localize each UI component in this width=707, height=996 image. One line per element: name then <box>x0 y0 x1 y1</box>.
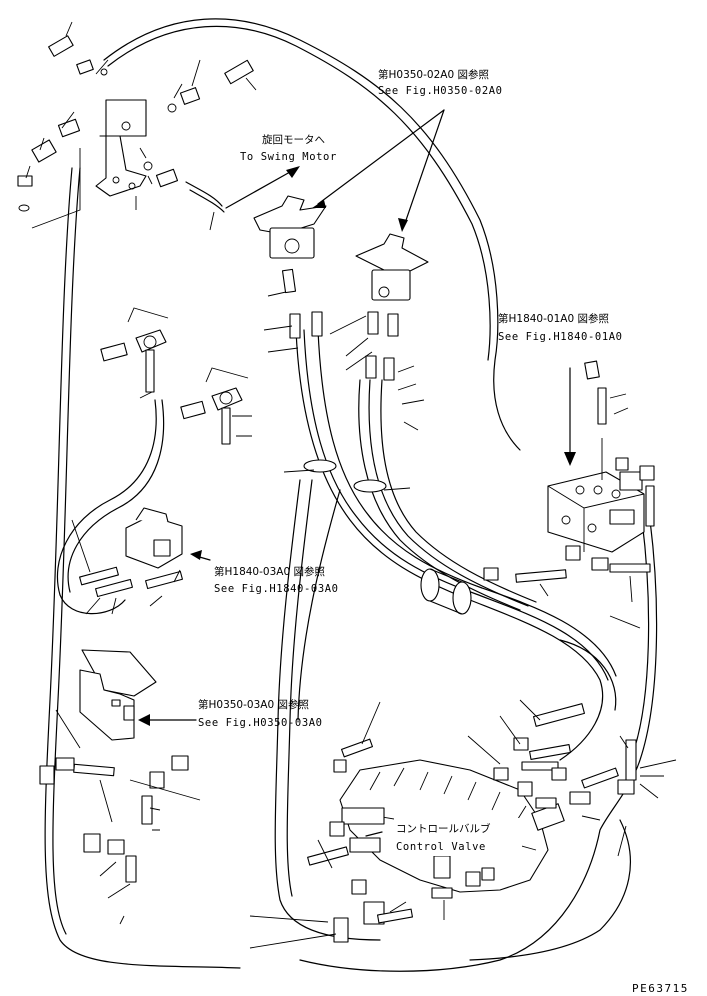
left-ppc-valve <box>253 195 327 339</box>
label-ref-h0350-03a0: 第H0350-03A0 図参照 See Fig.H0350-03A0 <box>198 698 323 729</box>
svg-text:第H1840-01A0 図参照: 第H1840-01A0 図参照 <box>498 312 609 325</box>
svg-text:第H1840-03A0 図参照: 第H1840-03A0 図参照 <box>214 565 325 578</box>
svg-text:See Fig.H1840-03A0: See Fig.H1840-03A0 <box>214 583 339 595</box>
svg-text:第H0350-03A0 図参照: 第H0350-03A0 図参照 <box>198 698 309 711</box>
hose-right-loop <box>299 519 658 972</box>
hose-left-loop <box>56 399 165 615</box>
right-ppc-valve <box>355 233 429 381</box>
upper-control-valve-fittings <box>307 703 637 943</box>
bracket-h0350-03a0 <box>79 649 157 741</box>
top-left-bracket-assembly <box>17 21 257 231</box>
label-ref-h0350-02a0: 第H0350-02A0 図参照 See Fig.H0350-02A0 <box>378 68 503 97</box>
solenoid-valve-h1840-03a0 <box>71 507 183 615</box>
hose-sleeve <box>452 581 472 615</box>
valve-block-h1840-01a0 <box>547 360 655 553</box>
label-control-valve: コントロールバルブ Control Valve <box>394 818 522 856</box>
ref-pointer-02a0 <box>317 109 445 205</box>
hose-sleeve <box>420 568 440 602</box>
lower-left-fittings <box>39 709 201 925</box>
junction-block <box>105 99 147 137</box>
svg-text:旋回モータへ: 旋回モータへ <box>262 133 325 146</box>
label-swing-motor: 旋回モータへ To Swing Motor <box>240 133 337 163</box>
drawing-code: PE63715 <box>632 982 689 995</box>
svg-text:To Swing Motor: To Swing Motor <box>240 151 337 163</box>
mounting-bracket <box>95 135 147 197</box>
right-hose-fittings <box>483 545 651 629</box>
hose-clamp <box>353 479 387 493</box>
svg-text:Control Valve: Control Valve <box>396 841 486 853</box>
svg-text:コントロールバルブ: コントロールバルブ <box>396 822 491 835</box>
left-fittings <box>100 307 252 445</box>
svg-text:See Fig.H0350-02A0: See Fig.H0350-02A0 <box>378 85 503 97</box>
label-ref-h1840-03a0: 第H1840-03A0 図参照 See Fig.H1840-03A0 <box>214 565 339 595</box>
bolt <box>17 175 33 187</box>
label-ref-h1840-01a0: 第H1840-01A0 図参照 See Fig.H1840-01A0 <box>498 312 623 343</box>
hose-clamp <box>303 459 337 473</box>
svg-text:See Fig.H1840-01A0: See Fig.H1840-01A0 <box>498 331 623 343</box>
swing-motor-pointer <box>225 171 291 209</box>
hose-fitting <box>224 59 254 85</box>
svg-text:See Fig.H0350-03A0: See Fig.H0350-03A0 <box>198 717 323 729</box>
svg-text:第H0350-02A0 図参照: 第H0350-02A0 図参照 <box>378 68 489 81</box>
